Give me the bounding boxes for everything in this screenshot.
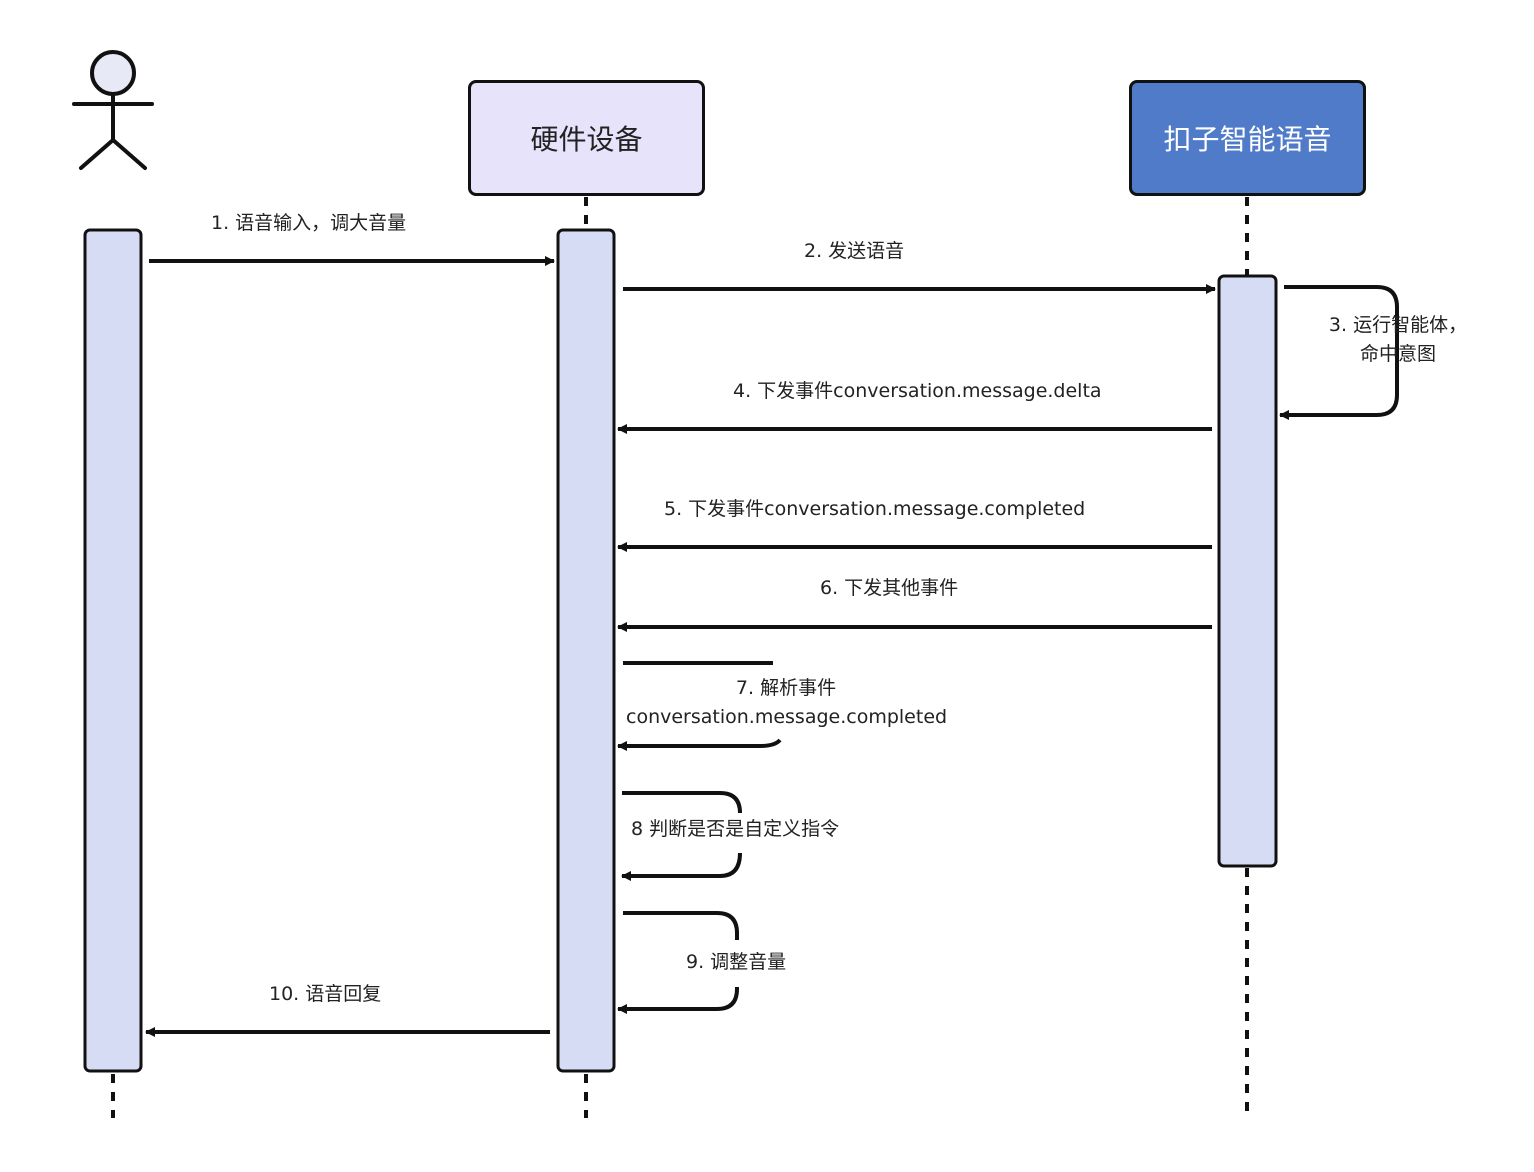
participant-coze-label: 扣子智能语音 (1163, 123, 1332, 156)
message-3-line1: 3. 运行智能体， (1328, 314, 1468, 336)
message-7-label: 7. 解析事件 conversation.message.completed (626, 674, 948, 732)
activation-device (556, 228, 616, 1073)
participant-device-label: 硬件设备 (530, 123, 643, 156)
message-5-label: 5. 下发事件conversation.message.completed (664, 498, 1086, 520)
message-4-label: 4. 下发事件conversation.message.delta (733, 380, 1102, 402)
message-6-label: 6. 下发其他事件 (820, 577, 959, 599)
arrow-9-self (618, 911, 739, 1009)
message-2-label: 2. 发送语音 (804, 240, 905, 262)
message-8-label: 8 判断是否是自定义指令 (631, 818, 840, 840)
message-10-label: 10. 语音回复 (269, 983, 382, 1005)
activation-user (83, 228, 143, 1073)
lifelines (111, 197, 1249, 1118)
activation-coze (1217, 274, 1278, 868)
arrow-7-self (618, 661, 782, 746)
messages (145, 256, 1399, 1037)
participant-device: 硬件设备 (468, 80, 705, 196)
stick-figure-actor-icon (72, 50, 154, 170)
message-9-label: 9. 调整音量 (686, 951, 787, 973)
message-1-label: 1. 语音输入，调大音量 (211, 212, 407, 234)
message-7-line1: 7. 解析事件 (735, 677, 837, 699)
message-7-line2: conversation.message.completed (626, 706, 948, 728)
arrow-8-self (622, 791, 742, 876)
participant-coze: 扣子智能语音 (1129, 80, 1366, 196)
message-3-label: 3. 运行智能体， 命中意图 (1318, 311, 1478, 369)
arrow-3-self (1279, 285, 1399, 420)
message-3-line2: 命中意图 (1359, 343, 1436, 365)
